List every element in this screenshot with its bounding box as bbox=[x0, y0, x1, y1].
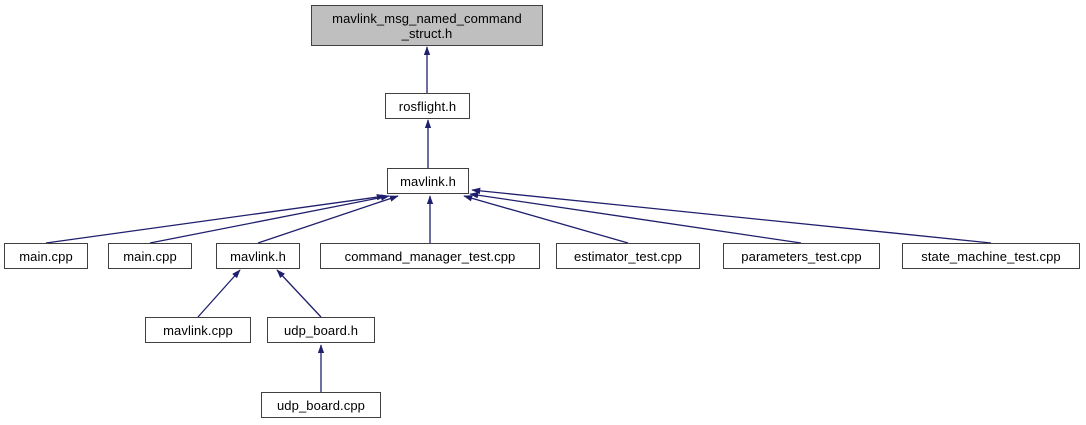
node-mavlink-h-lower[interactable]: mavlink.h bbox=[216, 243, 300, 269]
edge-mavlinklower-to-mavlink bbox=[257, 195, 399, 244]
node-parameters-test-cpp[interactable]: parameters_test.cpp bbox=[723, 243, 880, 269]
node-command-manager-test-cpp-label: command_manager_test.cpp bbox=[344, 248, 516, 264]
node-state-machine-test-cpp[interactable]: state_machine_test.cpp bbox=[902, 243, 1080, 269]
edge-main2-to-mavlink bbox=[149, 194, 390, 244]
node-udp-board-h[interactable]: udp_board.h bbox=[267, 317, 375, 343]
edge-udpboardh-to-mavlinklower bbox=[276, 269, 322, 318]
node-mavlink-msg-named-command-struct-h[interactable]: mavlink_msg_named_command _struct.h bbox=[311, 5, 543, 46]
node-state-machine-test-cpp-label: state_machine_test.cpp bbox=[921, 248, 1061, 264]
node-main-cpp-2-label: main.cpp bbox=[123, 248, 177, 264]
node-rosflight-h[interactable]: rosflight.h bbox=[385, 93, 470, 119]
node-rosflight-h-label: rosflight.h bbox=[398, 98, 457, 114]
node-udp-board-cpp[interactable]: udp_board.cpp bbox=[261, 392, 381, 418]
node-command-manager-test-cpp[interactable]: command_manager_test.cpp bbox=[320, 243, 540, 269]
node-main-cpp-1-label: main.cpp bbox=[19, 248, 73, 264]
node-udp-board-h-label: udp_board.h bbox=[283, 322, 359, 338]
node-mavlink-h-top-label: mavlink.h bbox=[400, 173, 456, 189]
edge-statemachine-to-mavlink bbox=[471, 187, 992, 244]
node-mavlink-cpp[interactable]: mavlink.cpp bbox=[145, 317, 251, 343]
edge-mavlinkcpp-to-mavlinklower bbox=[197, 269, 241, 318]
node-mavlink-h-top[interactable]: mavlink.h bbox=[387, 168, 469, 194]
node-mavlink-h-lower-label: mavlink.h bbox=[230, 248, 286, 264]
node-parameters-test-cpp-label: parameters_test.cpp bbox=[741, 248, 862, 264]
node-estimator-test-cpp-label: estimator_test.cpp bbox=[573, 248, 682, 264]
node-mavlink-msg-named-command-struct-h-label: mavlink_msg_named_command _struct.h bbox=[332, 10, 522, 41]
edge-estimator-to-mavlink bbox=[463, 195, 629, 244]
edge-main1-to-mavlink bbox=[45, 193, 386, 244]
node-mavlink-cpp-label: mavlink.cpp bbox=[163, 322, 233, 338]
node-main-cpp-2[interactable]: main.cpp bbox=[108, 243, 192, 269]
edge-parameters-to-mavlink bbox=[469, 192, 802, 244]
node-main-cpp-1[interactable]: main.cpp bbox=[4, 243, 88, 269]
node-estimator-test-cpp[interactable]: estimator_test.cpp bbox=[556, 243, 700, 269]
node-udp-board-cpp-label: udp_board.cpp bbox=[276, 397, 366, 413]
